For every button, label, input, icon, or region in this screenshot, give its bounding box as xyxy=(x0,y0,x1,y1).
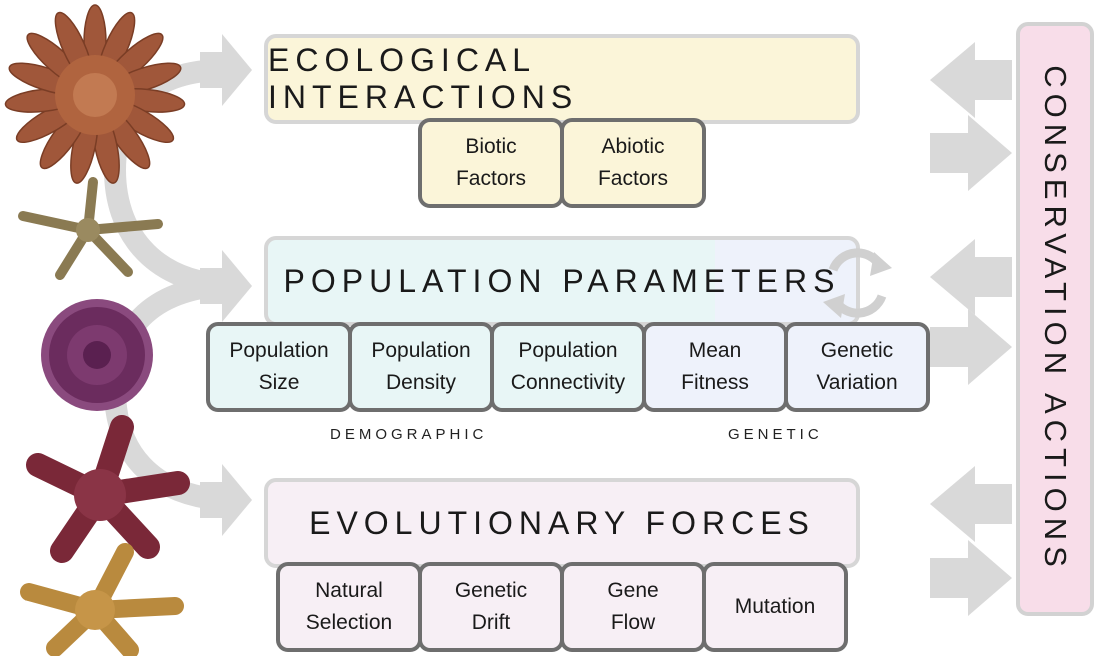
demographic-label: DEMOGRAPHIC xyxy=(330,426,488,443)
conservation-actions-panel: CONSERVATION ACTIONS xyxy=(1016,22,1094,616)
evolutionary-forces-title: EVOLUTIONARY FORCES xyxy=(309,504,815,541)
sunflower-star-icon xyxy=(4,4,186,184)
arrow-to-conservation-3 xyxy=(930,540,1012,616)
arrow-to-ecological xyxy=(200,34,252,106)
conservation-actions-label: CONSERVATION ACTIONS xyxy=(1038,65,1073,573)
factor-mutation: Mutation xyxy=(702,562,848,652)
thin-sea-star-icon xyxy=(18,177,163,280)
arrow-to-population xyxy=(200,250,252,322)
ecological-interactions-title: ECOLOGICAL INTERACTIONS xyxy=(268,42,579,115)
arrow-from-conservation-3 xyxy=(930,466,1012,542)
arrow-to-evolutionary xyxy=(200,464,252,536)
evolutionary-forces-header: EVOLUTIONARY FORCES xyxy=(264,478,860,568)
arrow-from-conservation-1 xyxy=(930,42,1012,118)
genetic-label: GENETIC xyxy=(728,426,823,443)
population-parameters-title: POPULATION PARAMETERS xyxy=(283,262,841,299)
arrow-from-conservation-2 xyxy=(930,239,1012,315)
arrow-to-conservation-1 xyxy=(930,115,1012,191)
ecological-interactions-header: ECOLOGICAL INTERACTIONS xyxy=(264,34,860,124)
arrow-to-conservation-2 xyxy=(930,309,1012,385)
ochre-sea-star-purple-icon xyxy=(26,415,190,563)
organism-column xyxy=(4,4,190,656)
ochre-sea-star-orange-icon xyxy=(20,543,184,656)
purple-sea-urchin-icon xyxy=(41,299,153,411)
population-parameters-header: POPULATION PARAMETERS xyxy=(264,236,860,326)
